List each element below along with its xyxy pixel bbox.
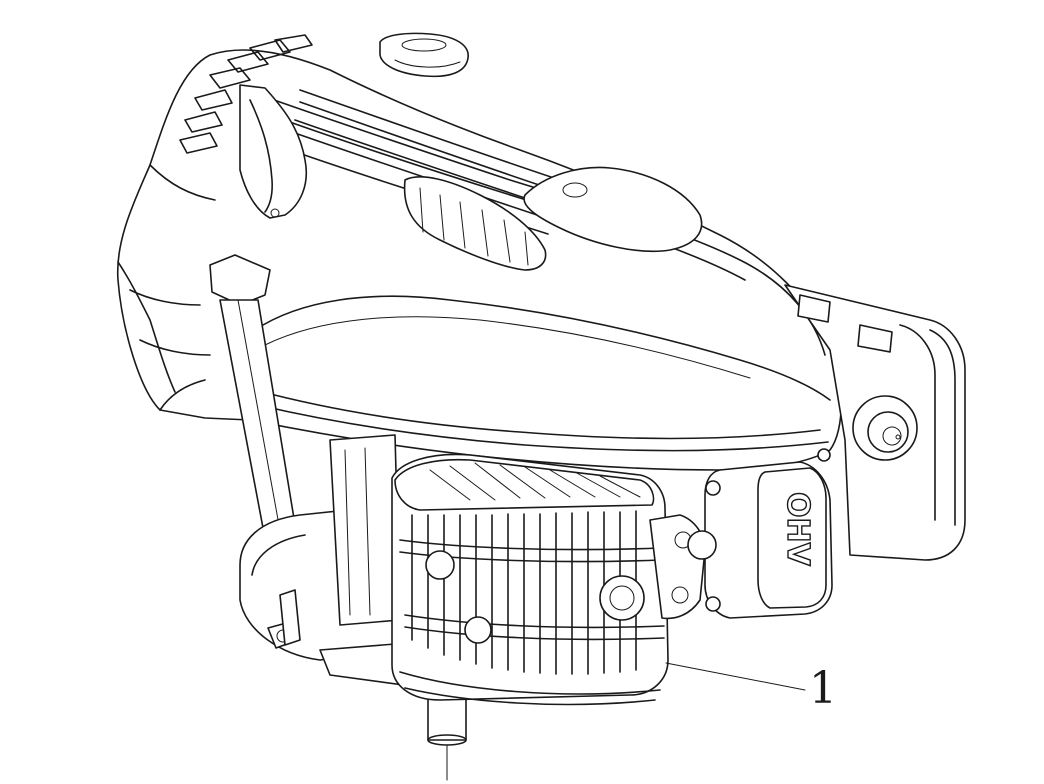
- shroud-vent-grille: [403, 176, 547, 271]
- muffler-guard-slats: [411, 510, 637, 675]
- ohv-engraving: OHV: [780, 492, 815, 567]
- valve-cover: OHV: [704, 448, 833, 619]
- engine-shroud: [116, 32, 842, 566]
- callout-1-number: 1: [809, 663, 837, 714]
- dipstick-tube: [209, 254, 301, 566]
- muffler-guard-top-slats: [429, 462, 641, 501]
- choke-knob: [852, 395, 918, 461]
- muffler-assembly: [391, 453, 717, 706]
- callout-1: 1: [665, 662, 837, 714]
- air-filter-housing: [784, 284, 966, 561]
- callout-1-leader-line: [665, 662, 806, 691]
